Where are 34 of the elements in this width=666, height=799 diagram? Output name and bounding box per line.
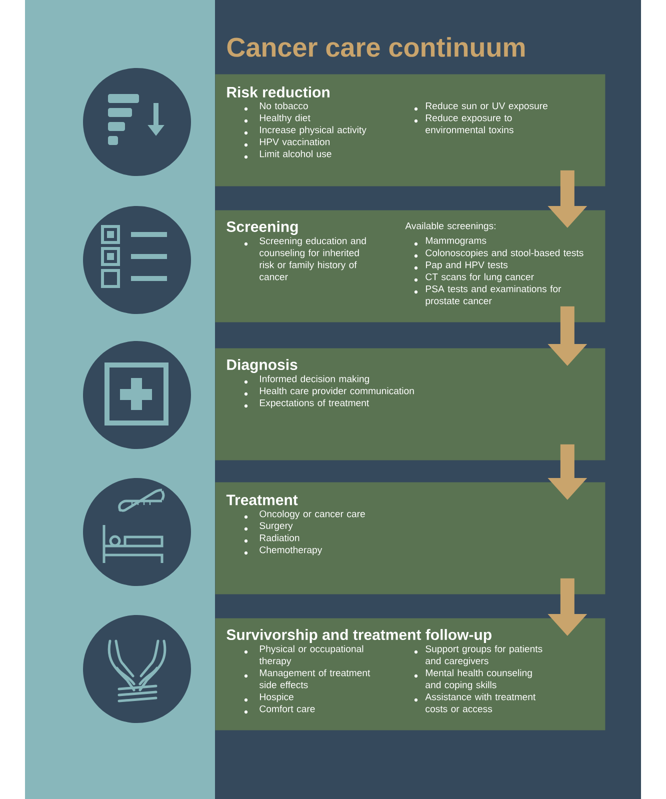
bullet-item: Limit alcohol use xyxy=(244,150,332,159)
bullet-item: Pap and HPV tests xyxy=(414,261,508,270)
bullet-item: Healthy diet xyxy=(244,114,310,124)
bullet-item: Colonoscopies and stool-based tests xyxy=(414,249,584,258)
bullet-item: CT scans for lung cancer xyxy=(414,273,534,282)
bullet-item: Hospice xyxy=(244,693,294,702)
step-heading: Risk reduction xyxy=(227,86,330,98)
bullet-item: No tobacco xyxy=(244,102,308,111)
bullet-item: PSA tests and examinations for prostate cancer xyxy=(414,285,562,306)
bullet-item: Surgery xyxy=(244,522,293,531)
bullet-item: Assistance with treatment costs or access xyxy=(414,693,536,712)
bullet-item: Management of treatment side effects xyxy=(244,669,370,688)
list-intro: Available screenings: xyxy=(405,222,496,232)
bullet-item: Expectations of treatment xyxy=(244,399,370,408)
bullet-item: Reduce exposure to environmental toxins xyxy=(414,114,514,134)
bullet-item: Increase physical activity xyxy=(244,126,366,136)
step-heading: Survivorship and treatment follow-up xyxy=(226,629,492,643)
bullet-item: Reduce sun or UV exposure xyxy=(414,102,548,112)
bullet-item: Screening education and counseling for inherited risk or family history of cancer xyxy=(244,237,366,280)
bullet-item: Support groups for patients and caregivers xyxy=(414,645,542,666)
bullet-item: Physical or occupational therapy xyxy=(244,645,364,666)
step-heading: Treatment xyxy=(226,494,298,506)
bullet-item: Radiation xyxy=(244,534,300,543)
bullet-item: Comfort care xyxy=(244,705,315,714)
bullet-item: Oncology or cancer care xyxy=(244,510,365,520)
bullet-item: Mental health counseling and coping skills xyxy=(414,669,532,690)
title: Cancer care continuum xyxy=(227,37,525,57)
step-heading: Screening xyxy=(226,220,298,236)
bullet-item: Chemotherapy xyxy=(244,546,322,556)
bullet-item: Mammograms xyxy=(414,237,486,246)
bullet-item: Health care provider communication xyxy=(244,387,414,396)
step-heading: Diagnosis xyxy=(227,358,298,374)
bullet-item: Informed decision making xyxy=(244,375,370,384)
bullet-item: HPV vaccination xyxy=(244,138,330,147)
